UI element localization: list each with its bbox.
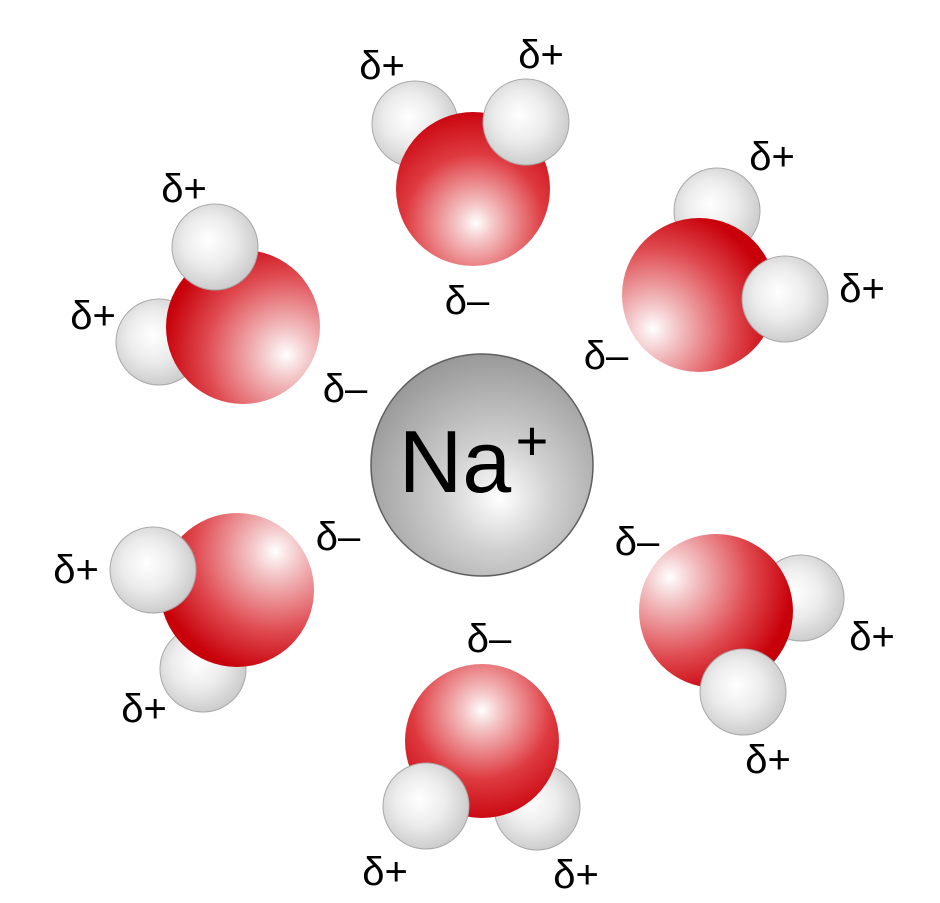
hydrogen-atom	[171, 203, 259, 291]
partial-positive-label: δ+	[749, 135, 795, 179]
oxygen-atom	[622, 218, 776, 372]
partial-positive-label: δ+	[161, 167, 207, 211]
ion-charge-label: +	[516, 409, 549, 472]
partial-negative-label: δ–	[445, 279, 490, 323]
partial-positive-label: δ+	[121, 687, 167, 731]
water-molecule-upper-left: δ+ δ+ δ–	[70, 167, 368, 411]
partial-positive-label: δ+	[518, 33, 564, 77]
sodium-ion: Na +	[370, 353, 594, 577]
oxygen-atom	[160, 513, 314, 667]
partial-positive-label: δ+	[359, 44, 405, 88]
partial-positive-label: δ+	[362, 850, 408, 894]
partial-negative-label: δ–	[316, 515, 361, 559]
partial-positive-label: δ+	[745, 738, 791, 782]
hydrogen-atom	[699, 648, 787, 736]
partial-positive-label: δ+	[70, 294, 116, 338]
water-molecule-lower-left: δ– δ+ δ+	[53, 513, 361, 731]
water-molecule-upper-right: δ+ δ+ δ–	[584, 135, 885, 378]
hydrogen-atom	[382, 762, 470, 850]
water-molecule-top: δ+ δ+ δ–	[359, 33, 570, 323]
oxygen-atom	[639, 534, 793, 688]
hydrogen-atom	[741, 255, 829, 343]
partial-positive-label: δ+	[839, 267, 885, 311]
partial-negative-label: δ–	[615, 520, 660, 564]
hydrogen-atom	[482, 78, 570, 166]
partial-positive-label: δ+	[849, 615, 895, 659]
ion-symbol-label: Na	[399, 412, 512, 511]
water-molecule-lower-right: δ– δ+ δ+	[615, 520, 895, 782]
partial-negative-label: δ–	[323, 367, 368, 411]
sodium-atom	[370, 353, 594, 577]
partial-negative-label: δ–	[467, 617, 512, 661]
water-molecule-bottom: δ– δ+ δ+	[362, 617, 599, 897]
partial-negative-label: δ–	[584, 334, 629, 378]
hydrogen-atom	[109, 526, 197, 614]
partial-positive-label: δ+	[553, 853, 599, 897]
partial-positive-label: δ+	[53, 548, 99, 592]
